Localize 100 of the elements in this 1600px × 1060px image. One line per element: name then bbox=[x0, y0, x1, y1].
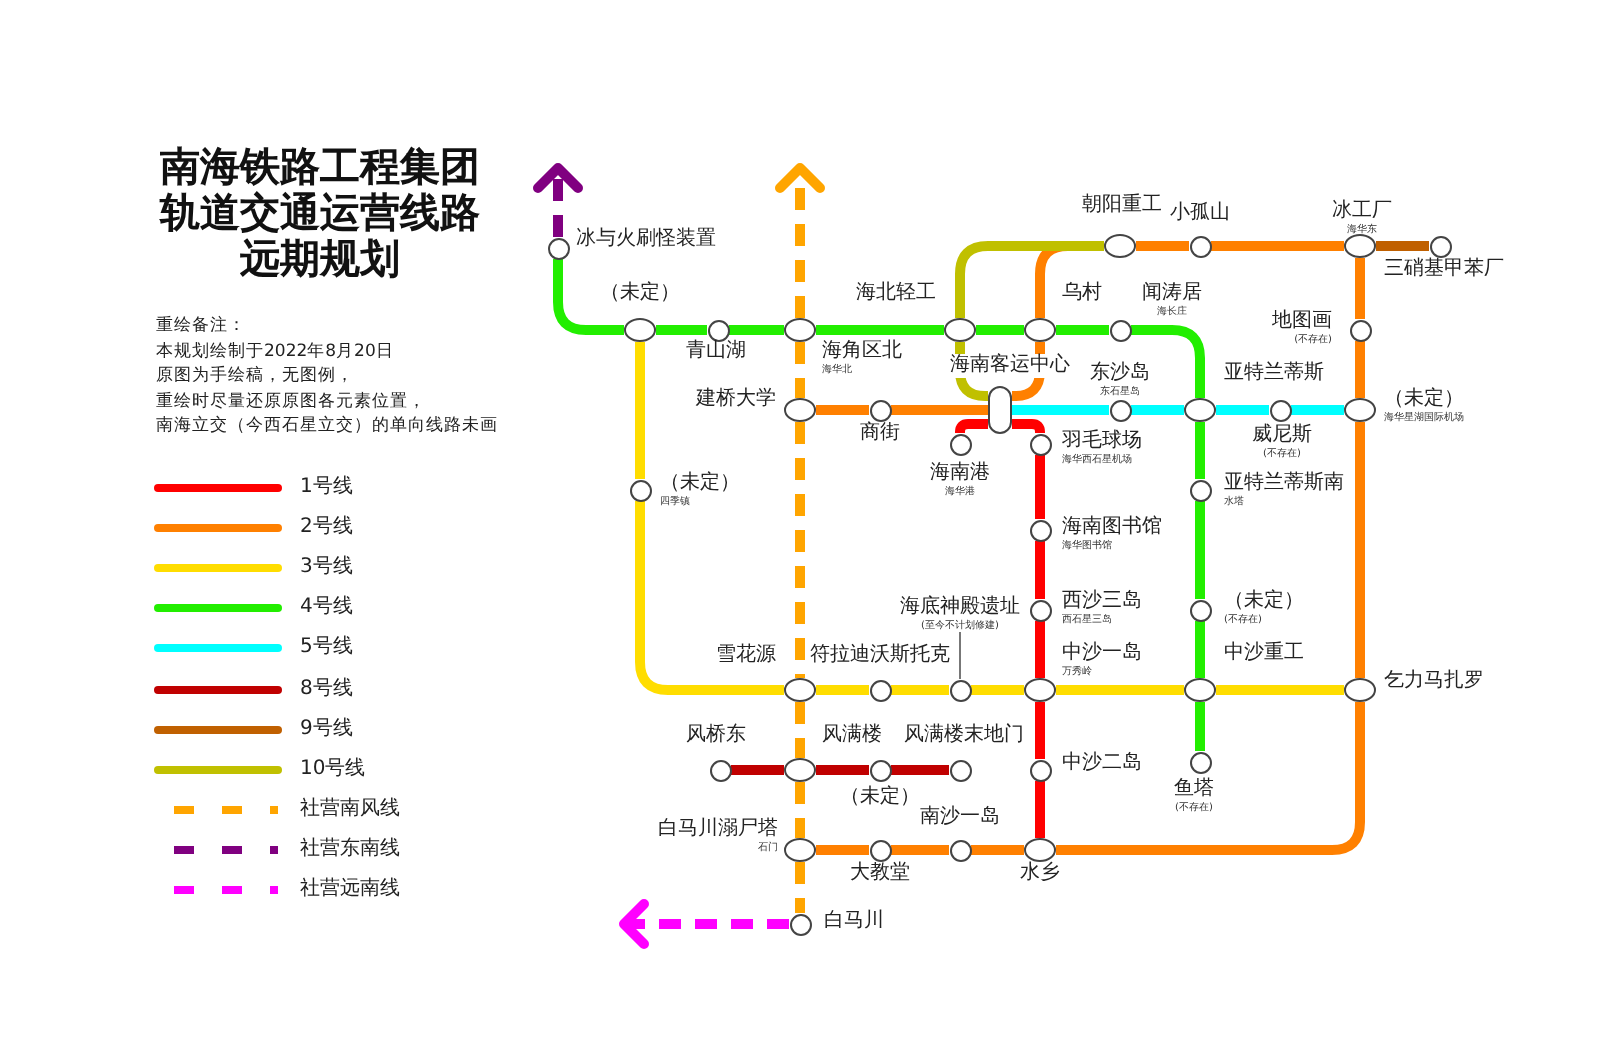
dashed-route-line bbox=[795, 862, 805, 913]
station-marker bbox=[547, 237, 569, 259]
station-name: 小孤山 bbox=[1170, 202, 1230, 226]
route-line bbox=[891, 685, 949, 695]
station-name: 白马川溺尸塔 bbox=[658, 818, 778, 841]
leader-line bbox=[959, 631, 961, 680]
station-name: 冰与火刷怪装置 bbox=[576, 228, 716, 252]
route-line bbox=[1195, 501, 1205, 599]
interchange-marker bbox=[784, 398, 816, 422]
station-name: 海北轻工 bbox=[856, 282, 936, 306]
route-line bbox=[1035, 621, 1045, 678]
interchange-marker bbox=[784, 678, 816, 702]
station-marker bbox=[1189, 235, 1211, 257]
route-line bbox=[891, 765, 949, 775]
route-line bbox=[1056, 685, 1184, 695]
route-line bbox=[971, 845, 1024, 855]
dashed-route-line bbox=[775, 163, 825, 318]
note-text: 重绘时尽量还原原图各元素位置， bbox=[156, 391, 426, 413]
route-line bbox=[1131, 325, 1205, 398]
route-line bbox=[1355, 422, 1365, 678]
route-line bbox=[1012, 419, 1045, 438]
interchange-marker bbox=[1344, 678, 1376, 702]
route-line bbox=[1035, 781, 1045, 838]
station-name: （未定） bbox=[1224, 590, 1304, 614]
route-line bbox=[816, 765, 869, 775]
legend-label: 1号线 bbox=[300, 474, 353, 500]
station-name: 中沙二岛 bbox=[1062, 752, 1142, 776]
station-name: （未定） bbox=[1384, 388, 1464, 411]
route-line bbox=[1136, 241, 1189, 251]
station-name: 白马川 bbox=[824, 910, 884, 934]
station-name: 海南图书馆 bbox=[1062, 516, 1162, 539]
station-name: 威尼斯 bbox=[1252, 424, 1312, 448]
station-name: 乞力马扎罗 bbox=[1384, 670, 1484, 694]
station-marker bbox=[789, 913, 811, 935]
interchange-marker bbox=[988, 386, 1012, 434]
route-line bbox=[1216, 405, 1269, 415]
station-name: 地图画 bbox=[1272, 310, 1332, 334]
station-name: 海南港 bbox=[930, 462, 990, 486]
station-name: 风满楼 bbox=[822, 724, 882, 748]
dashed-route-line bbox=[619, 899, 789, 949]
route-line bbox=[891, 845, 949, 855]
station-marker bbox=[1189, 599, 1211, 621]
route-line bbox=[729, 325, 784, 335]
legend-label: 社营远南线 bbox=[300, 876, 400, 902]
legend-label: 社营东南线 bbox=[300, 835, 400, 862]
route-line bbox=[955, 241, 1104, 318]
station-name: 鱼塔 bbox=[1174, 778, 1214, 802]
station-marker bbox=[1429, 235, 1451, 257]
route-line bbox=[1376, 241, 1429, 251]
note-text: 南海立交（今西石星立交）的单向线路未画 bbox=[156, 416, 498, 438]
station-name: 亚特兰蒂斯南 bbox=[1224, 472, 1344, 495]
station-marker bbox=[949, 839, 971, 861]
dashed-route-line bbox=[795, 782, 805, 838]
route-line bbox=[1211, 241, 1344, 251]
station-marker bbox=[949, 433, 971, 455]
title: 南海铁路工程集团轨道交通运营线路远期规划 bbox=[157, 144, 482, 282]
station-name: 西沙三岛 bbox=[1062, 590, 1142, 614]
station-name: 闻涛居 bbox=[1142, 282, 1202, 305]
route-line bbox=[1355, 258, 1365, 319]
station-name: （未定） bbox=[660, 472, 740, 495]
station-name: 南沙一岛 bbox=[920, 806, 1000, 830]
route-line bbox=[1195, 621, 1205, 678]
station-marker bbox=[869, 839, 891, 861]
station-name: 中沙重工 bbox=[1224, 642, 1304, 666]
station-marker bbox=[1189, 751, 1211, 773]
station-name: 建桥大学 bbox=[696, 388, 776, 412]
station-marker bbox=[1029, 599, 1051, 621]
route-line bbox=[1012, 405, 1109, 415]
route-line bbox=[1216, 685, 1344, 695]
route-line bbox=[1131, 405, 1184, 415]
station-name: 符拉迪沃斯托克 bbox=[810, 644, 950, 668]
route-line bbox=[955, 419, 988, 438]
note-text: 原图为手绘稿，无图例， bbox=[156, 366, 354, 388]
legend-label: 5号线 bbox=[300, 634, 353, 661]
route-line bbox=[635, 342, 645, 479]
station-name: 乌村 bbox=[1062, 282, 1102, 306]
interchange-marker bbox=[1344, 398, 1376, 422]
dashed-route-line bbox=[533, 163, 583, 237]
station-marker bbox=[869, 759, 891, 781]
station-marker bbox=[1029, 433, 1051, 455]
interchange-marker bbox=[1024, 678, 1056, 702]
legend-label: 8号线 bbox=[300, 675, 353, 701]
interchange-marker bbox=[1024, 838, 1056, 862]
route-line bbox=[553, 259, 624, 335]
legend-label: 4号线 bbox=[300, 594, 353, 621]
station-marker bbox=[1109, 319, 1131, 341]
station-marker bbox=[1269, 399, 1291, 421]
station-marker bbox=[869, 679, 891, 701]
interchange-marker bbox=[944, 318, 976, 342]
station-marker bbox=[707, 319, 729, 341]
route-line bbox=[891, 405, 988, 415]
legend-label: 3号线 bbox=[300, 554, 353, 581]
route-line bbox=[816, 325, 944, 335]
station-name: 雪花源 bbox=[716, 644, 776, 668]
station-name: 水乡 bbox=[1020, 862, 1060, 886]
note-text: 重绘备注： bbox=[156, 316, 246, 338]
station-marker bbox=[1349, 319, 1371, 341]
interchange-marker bbox=[624, 318, 656, 342]
route-line bbox=[1355, 341, 1365, 398]
station-name: （未定） bbox=[600, 282, 680, 306]
